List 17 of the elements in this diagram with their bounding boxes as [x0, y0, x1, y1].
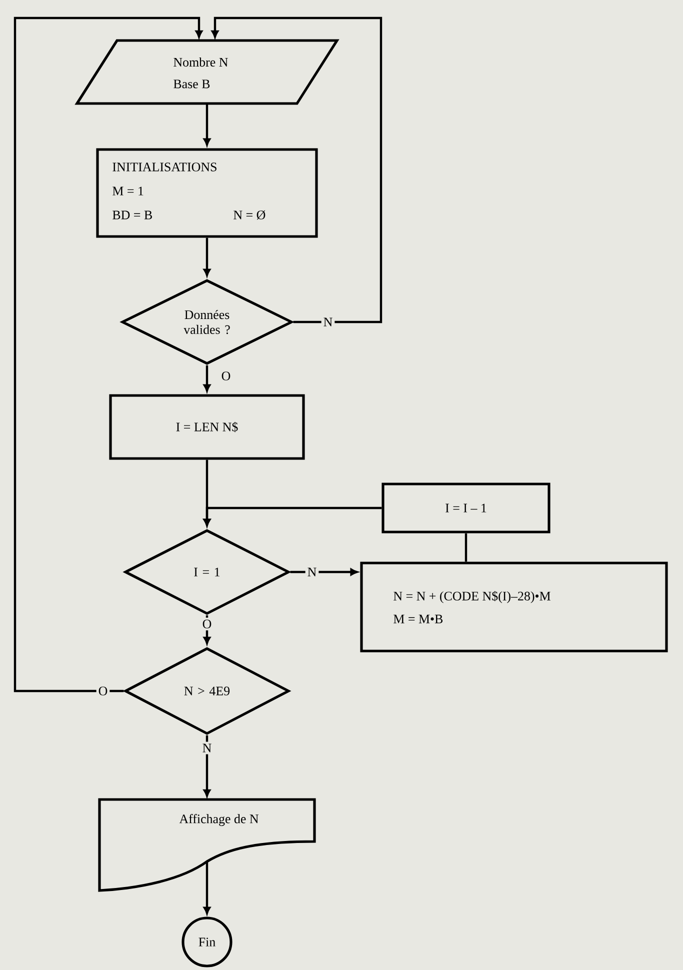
arrow: [203, 615, 211, 644]
arrow: [203, 365, 211, 392]
arrow: [203, 506, 382, 526]
arrow: [203, 238, 211, 276]
process-box: I = LEN N$: [109, 394, 305, 460]
process-box: I = I – 1: [382, 482, 550, 534]
edge-label: O: [96, 684, 110, 698]
arrow: [14, 16, 203, 692]
process-box: N = N + (CODE N$(I)–28)•M M = M•B: [360, 562, 668, 652]
arrow: [290, 568, 358, 576]
arrow: [203, 735, 211, 797]
arrow: [203, 862, 211, 914]
arrow: [203, 104, 211, 146]
edge-label: O: [219, 370, 233, 382]
edge-label: O: [200, 618, 214, 630]
arrow: [211, 16, 382, 324]
process-box: INITIALISATIONS M = 1 BD = B N = Ø: [96, 148, 318, 238]
